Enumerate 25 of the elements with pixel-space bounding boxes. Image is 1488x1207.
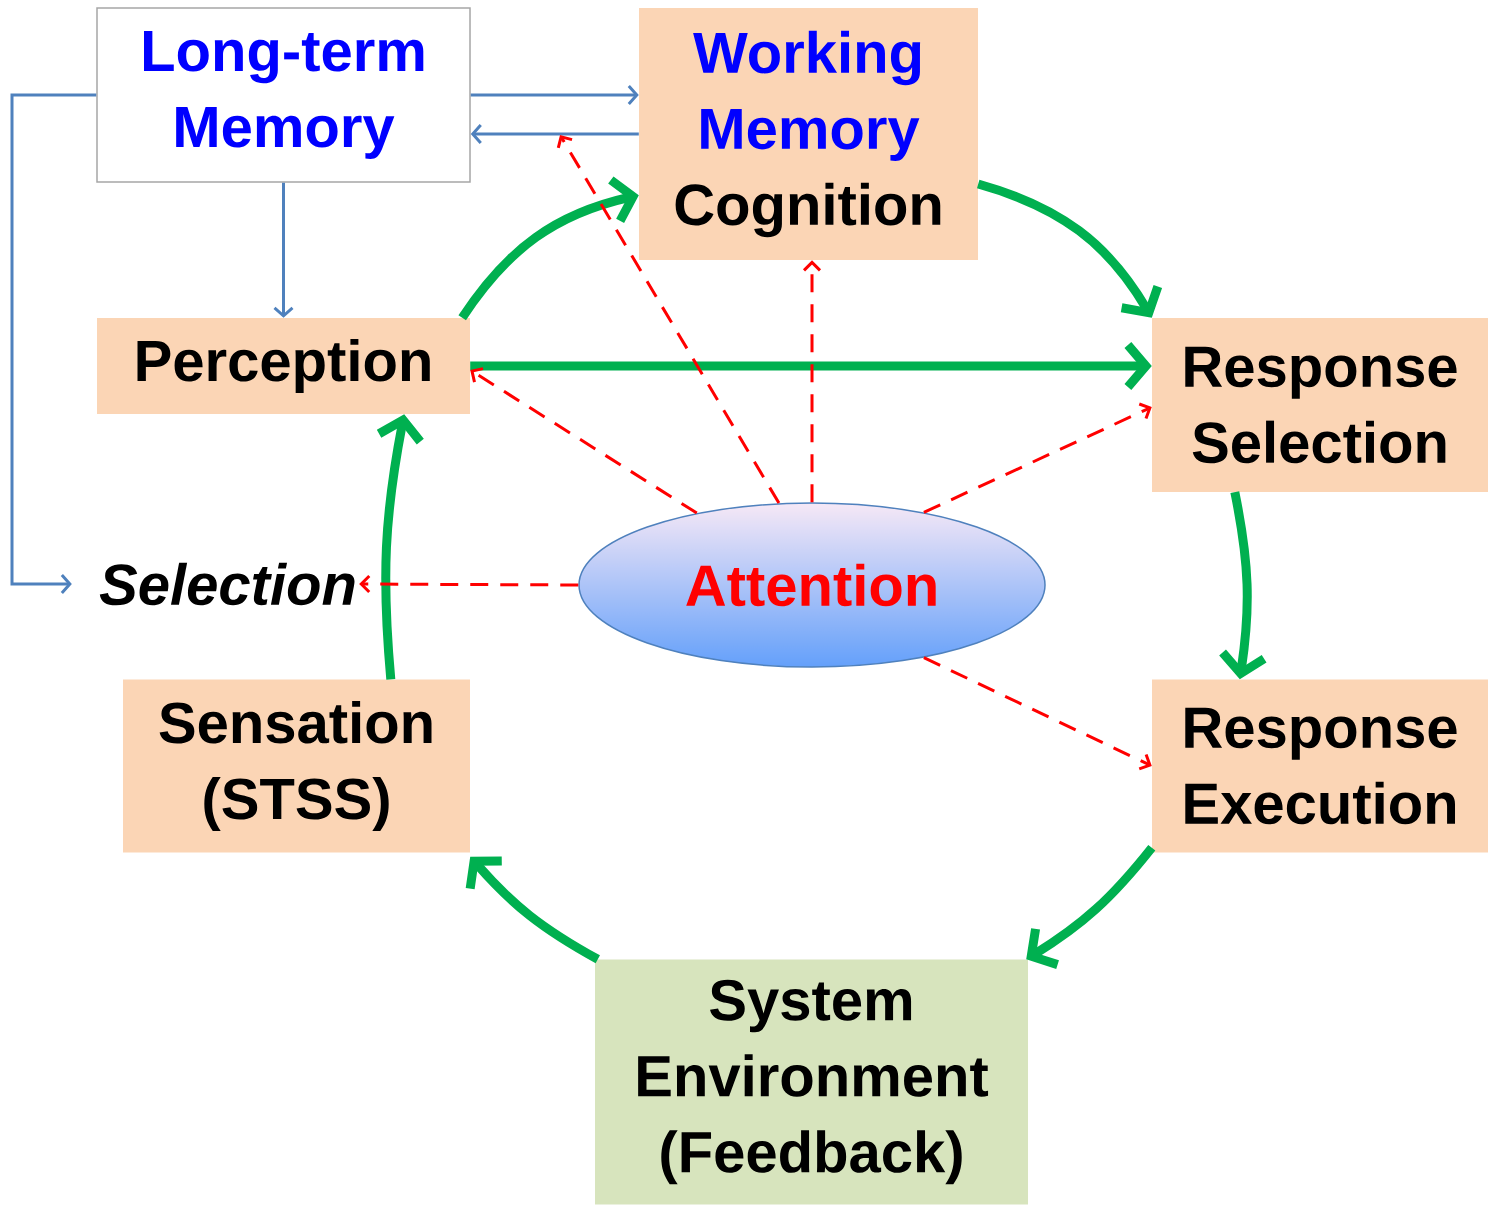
arrow (470, 124, 639, 144)
arrow (923, 402, 1152, 514)
arrow (359, 575, 579, 594)
arrow (470, 367, 698, 515)
process-box: Perception (97, 318, 470, 414)
arrow (976, 179, 1163, 318)
text-label: Selection (99, 562, 355, 606)
arrow (273, 182, 294, 318)
process-box: Response Execution (1152, 679, 1488, 853)
arrow (10, 93, 97, 594)
arrow (465, 856, 600, 964)
arrow (1219, 491, 1267, 680)
process-box: Response Selection (1152, 318, 1488, 492)
arrow (458, 176, 639, 321)
arrow (376, 414, 424, 680)
arrow (923, 656, 1152, 771)
arrow (556, 135, 781, 504)
arrow (470, 342, 1152, 390)
arrow (802, 260, 822, 503)
process-box: Sensation (STSS) (123, 679, 470, 853)
memory-box: Working Memory Cognition (639, 8, 978, 260)
environment-box: System Environment (Feedback) (595, 959, 1028, 1205)
memory-box: Long-term Memory (96, 7, 471, 183)
arrow (1026, 844, 1156, 969)
arrow (470, 85, 639, 105)
